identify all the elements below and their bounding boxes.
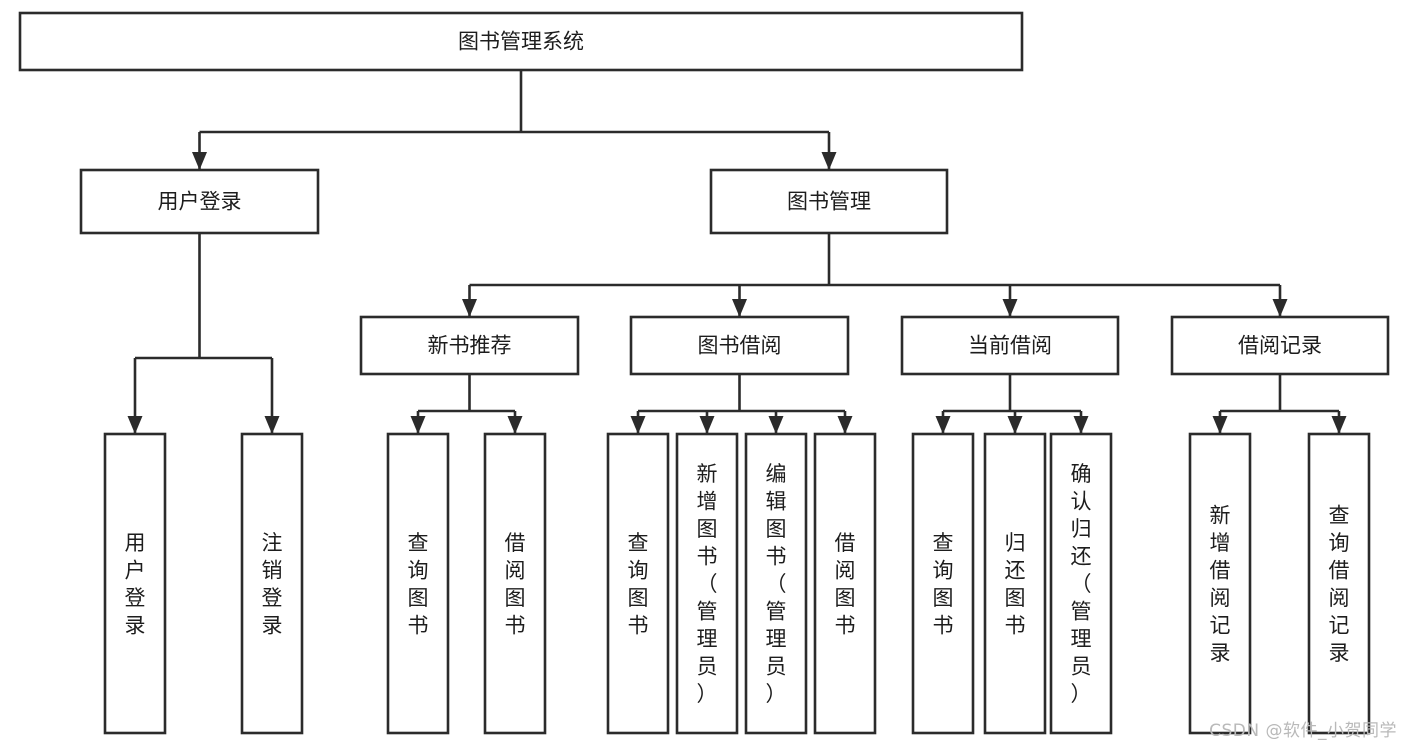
node-label-leaf-query-record: 查询借阅记录 xyxy=(1329,503,1350,665)
node-leaf-confirm-return[interactable]: 确认归还（管理员） xyxy=(1049,432,1113,735)
arrow-head-icon xyxy=(192,152,207,170)
node-label-leaf-query-book-3: 查询图书 xyxy=(933,531,954,638)
arrow-head-icon xyxy=(264,416,280,434)
arrow-head-icon xyxy=(837,416,853,434)
arrow-head-icon xyxy=(410,416,426,434)
node-label-new-book-recommend: 新书推荐 xyxy=(428,334,512,358)
arrow-head-icon xyxy=(935,416,951,434)
node-label-leaf-add-book: 新增图书（管理员） xyxy=(697,462,718,706)
node-label-leaf-edit-book: 编辑图书（管理员） xyxy=(766,462,787,706)
node-leaf-borrow-book-2[interactable]: 借阅图书 xyxy=(813,432,877,735)
node-box-leaf-return-book xyxy=(983,432,1047,735)
node-label-leaf-query-book-2: 查询图书 xyxy=(628,531,649,638)
node-label-book-manage: 图书管理 xyxy=(787,190,871,214)
node-label-book-borrow: 图书借阅 xyxy=(698,334,782,358)
node-root[interactable]: 图书管理系统 xyxy=(18,11,1024,72)
node-box-leaf-add-record xyxy=(1188,432,1252,735)
node-box-root xyxy=(18,11,1024,72)
arrow-head-icon xyxy=(732,299,747,317)
node-box-leaf-query-book-2 xyxy=(606,432,670,735)
node-leaf-edit-book[interactable]: 编辑图书（管理员） xyxy=(744,432,808,735)
node-box-leaf-logout xyxy=(240,432,304,735)
node-leaf-return-book[interactable]: 归还图书 xyxy=(983,432,1047,735)
node-leaf-query-book-3[interactable]: 查询图书 xyxy=(911,432,975,735)
connector-group-book-manage xyxy=(462,233,1288,317)
node-box-leaf-user-login xyxy=(103,432,167,735)
node-box-new-book-recommend xyxy=(359,315,580,376)
node-box-leaf-edit-book xyxy=(744,432,808,735)
connector-group-borrow-record xyxy=(1212,374,1347,434)
node-box-leaf-add-book xyxy=(675,432,739,735)
node-current-borrow[interactable]: 当前借阅 xyxy=(900,315,1120,376)
arrow-head-icon xyxy=(1331,416,1347,434)
node-box-book-manage xyxy=(709,168,949,235)
node-label-leaf-borrow-book-1: 借阅图书 xyxy=(505,531,526,638)
node-label-borrow-record: 借阅记录 xyxy=(1238,334,1322,358)
node-label-leaf-confirm-return: 确认归还（管理员） xyxy=(1071,462,1092,706)
node-box-current-borrow xyxy=(900,315,1120,376)
node-box-user-login xyxy=(79,168,320,235)
node-box-leaf-query-book-3 xyxy=(911,432,975,735)
node-user-login[interactable]: 用户登录 xyxy=(79,168,320,235)
arrow-head-icon xyxy=(699,416,715,434)
node-leaf-query-book-1[interactable]: 查询图书 xyxy=(386,432,450,735)
arrow-head-icon xyxy=(821,152,837,170)
arrow-head-icon xyxy=(127,416,143,434)
node-label-leaf-return-book: 归还图书 xyxy=(1005,531,1026,638)
arrow-head-icon xyxy=(1212,416,1228,434)
arrow-head-icon xyxy=(507,416,523,434)
node-borrow-record[interactable]: 借阅记录 xyxy=(1170,315,1390,376)
node-box-leaf-query-book-1 xyxy=(386,432,450,735)
node-leaf-user-login[interactable]: 用户登录 xyxy=(103,432,167,735)
nodes-layer: 图书管理系统用户登录图书管理新书推荐图书借阅当前借阅借阅记录用户登录注销登录查询… xyxy=(18,11,1390,735)
node-leaf-add-book[interactable]: 新增图书（管理员） xyxy=(675,432,739,735)
node-label-root: 图书管理系统 xyxy=(458,30,584,54)
arrow-head-icon xyxy=(1007,416,1023,434)
arrow-head-icon xyxy=(1272,299,1288,317)
node-label-leaf-user-login: 用户登录 xyxy=(125,531,146,638)
connector-group-new-book-recommend xyxy=(410,374,523,434)
node-label-current-borrow: 当前借阅 xyxy=(968,334,1052,358)
node-label-leaf-logout: 注销登录 xyxy=(262,531,283,638)
node-leaf-query-record[interactable]: 查询借阅记录 xyxy=(1307,432,1371,735)
arrow-head-icon xyxy=(1002,299,1018,317)
node-box-leaf-confirm-return xyxy=(1049,432,1113,735)
connector-group-user-login xyxy=(127,233,280,434)
node-box-book-borrow xyxy=(629,315,850,376)
node-label-user-login: 用户登录 xyxy=(158,190,242,214)
connector-group-current-borrow xyxy=(935,374,1089,434)
connector-group-root xyxy=(192,70,837,170)
node-leaf-borrow-book-1[interactable]: 借阅图书 xyxy=(483,432,547,735)
node-leaf-add-record[interactable]: 新增借阅记录 xyxy=(1188,432,1252,735)
node-label-leaf-query-book-1: 查询图书 xyxy=(408,531,429,638)
node-box-leaf-borrow-book-2 xyxy=(813,432,877,735)
node-box-leaf-borrow-book-1 xyxy=(483,432,547,735)
connector-group-book-borrow xyxy=(630,374,853,434)
node-label-leaf-borrow-book-2: 借阅图书 xyxy=(835,531,856,638)
arrow-head-icon xyxy=(462,299,477,317)
edges-layer xyxy=(127,70,1347,434)
node-box-borrow-record xyxy=(1170,315,1390,376)
arrow-head-icon xyxy=(768,416,784,434)
arrow-head-icon xyxy=(1073,416,1089,434)
node-book-manage[interactable]: 图书管理 xyxy=(709,168,949,235)
node-new-book-recommend[interactable]: 新书推荐 xyxy=(359,315,580,376)
arrow-head-icon xyxy=(630,416,646,434)
node-label-leaf-add-record: 新增借阅记录 xyxy=(1210,503,1231,665)
node-book-borrow[interactable]: 图书借阅 xyxy=(629,315,850,376)
node-leaf-query-book-2[interactable]: 查询图书 xyxy=(606,432,670,735)
node-leaf-logout[interactable]: 注销登录 xyxy=(240,432,304,735)
node-box-leaf-query-record xyxy=(1307,432,1371,735)
